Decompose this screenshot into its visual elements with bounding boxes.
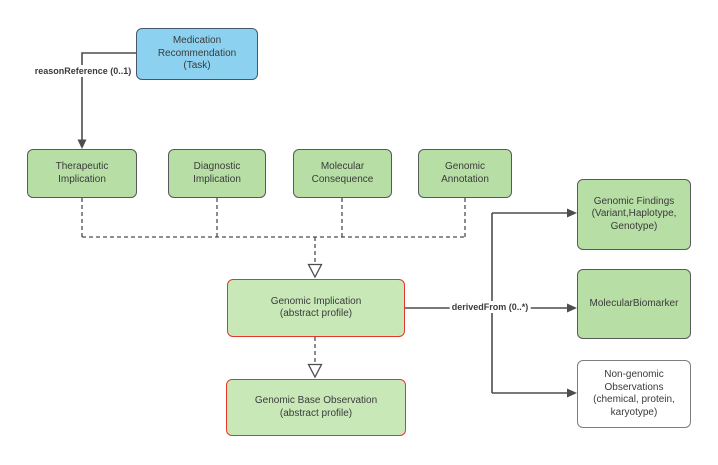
arrowhead-genomic-findings-icon (567, 208, 577, 218)
node-genomic-annotation: Genomic Annotation (418, 149, 512, 198)
edge-label-derived-from: derivedFrom (0..*) (449, 301, 531, 313)
node-diagnostic-implication: Diagnostic Implication (168, 149, 266, 198)
node-genomic-base-observation: Genomic Base Observation (abstract profi… (226, 379, 406, 436)
node-medication-recommendation: Medication Recommendation (Task) (136, 28, 258, 80)
arrowhead-non-genomic-icon (567, 388, 577, 398)
node-genomic-findings: Genomic Findings (Variant,Haplotype, Gen… (577, 179, 691, 250)
arrowhead-molecular-biomarker-icon (567, 303, 577, 313)
edge-reason-reference-line (81, 52, 136, 140)
node-genomic-implication: Genomic Implication (abstract profile) (227, 279, 405, 337)
node-molecular-consequence: Molecular Consequence (293, 149, 392, 198)
generalization-arrow-top-icon (307, 263, 323, 279)
node-molecular-biomarker: MolecularBiomarker (577, 269, 691, 339)
node-non-genomic-observations: Non-genomic Observations (chemical, prot… (577, 360, 691, 428)
generalization-arrow-bottom-icon (307, 363, 323, 379)
arrowhead-reason-reference-icon (77, 139, 87, 149)
edge-label-reason-reference: reasonReference (0..1) (32, 65, 134, 77)
node-therapeutic-implication: Therapeutic Implication (27, 149, 137, 198)
